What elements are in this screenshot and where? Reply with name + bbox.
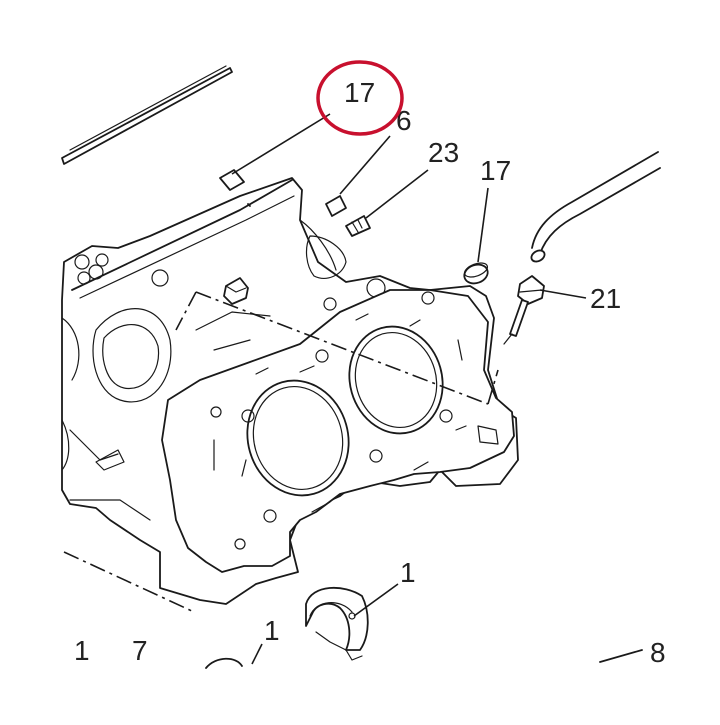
part-17-square-seal xyxy=(219,169,245,191)
part-17-bushing xyxy=(463,263,489,285)
callout-1-bottom-left: 1 xyxy=(74,635,90,666)
partial-parts-bottom xyxy=(205,649,643,669)
callout-17-right: 17 xyxy=(480,155,511,186)
dipstick-rod xyxy=(61,65,233,165)
callout-1-bearing: 1 xyxy=(400,557,416,588)
part-6-dowel xyxy=(325,195,347,217)
callout-1-lower: 1 xyxy=(264,615,280,646)
leader-lines xyxy=(231,113,587,665)
part-23-stud xyxy=(345,215,371,237)
oil-pipe xyxy=(503,151,661,345)
callout-17-top: 17 xyxy=(344,77,375,108)
callout-21: 21 xyxy=(590,283,621,314)
callout-23: 23 xyxy=(428,137,459,168)
highlight-circle xyxy=(316,60,404,136)
callout-7: 7 xyxy=(132,635,148,666)
small-parts xyxy=(219,169,489,285)
guide-lines xyxy=(63,291,499,613)
head-gasket xyxy=(161,289,515,573)
bearing-shell xyxy=(305,586,369,661)
callout-8: 8 xyxy=(650,637,666,668)
